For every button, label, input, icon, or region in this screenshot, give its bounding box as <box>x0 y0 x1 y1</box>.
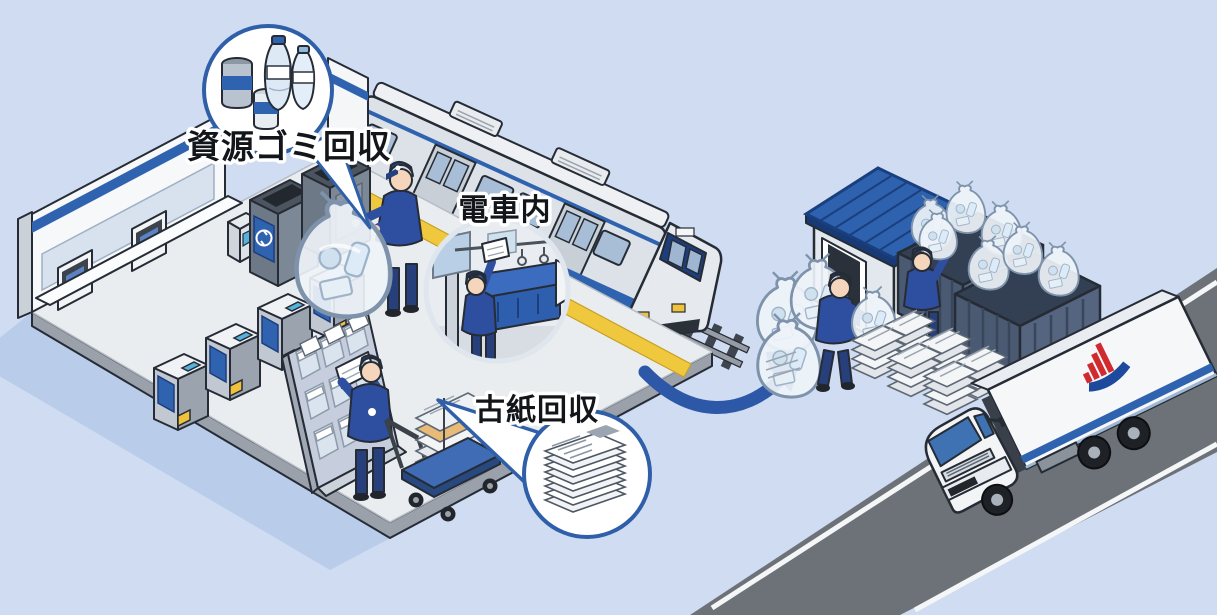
cleaning-worker <box>461 237 510 360</box>
recycle-mark-icon <box>255 229 273 247</box>
cans-and-pet-bottles-icon <box>221 35 316 130</box>
train-roof-vents <box>448 100 611 186</box>
station-worker-bottles <box>352 161 423 317</box>
windshield <box>927 416 983 468</box>
rack-top-papers <box>299 310 370 358</box>
resource-waste-label: 資源ゴミ回収 <box>187 128 391 165</box>
newspaper-stack-icon <box>542 425 628 513</box>
road-marking-bottom <box>913 441 1217 613</box>
callout-inside-train <box>423 216 571 364</box>
station-worker-paper <box>335 351 393 501</box>
collection-bags <box>756 252 849 399</box>
collection-worker-carrying <box>815 271 897 392</box>
papers-in-bag <box>765 351 801 379</box>
paper-collection-label: 古紙回収 <box>475 393 599 427</box>
callout-paper-collection <box>436 398 652 539</box>
fare-gate <box>205 323 261 401</box>
can-icon <box>221 57 253 109</box>
truck-logo <box>1082 342 1131 392</box>
delivery-truck <box>924 289 1217 516</box>
pet-bottle-icon <box>263 35 293 111</box>
callout-resource-waste <box>202 24 372 230</box>
fare-gate <box>153 353 209 431</box>
train-windows <box>359 123 631 266</box>
pet-bottle-icon <box>290 45 316 110</box>
inside-train-label: 電車内 <box>459 194 552 227</box>
recyclables-bag <box>297 191 391 317</box>
counter-ledge <box>35 195 243 306</box>
jr-logo <box>368 408 376 416</box>
